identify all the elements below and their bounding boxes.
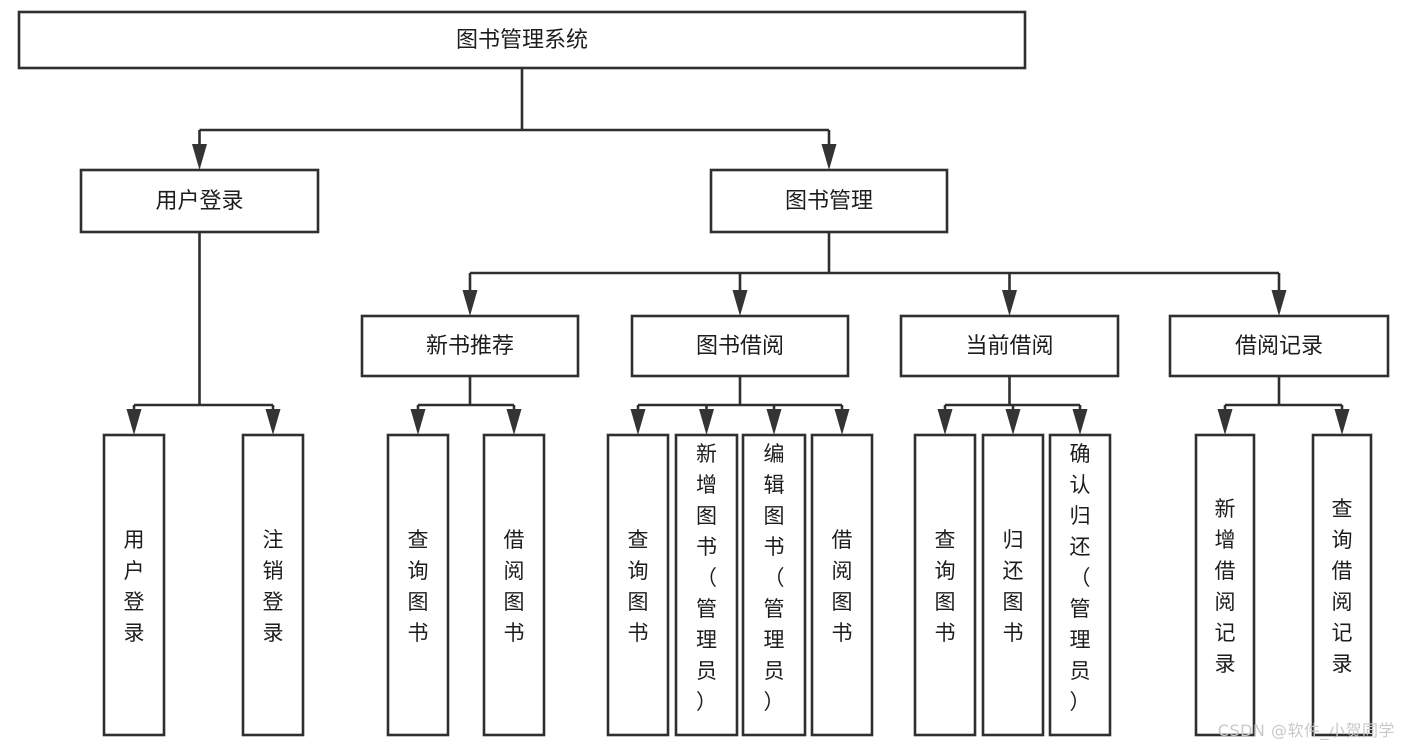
node-book-manage[interactable]: 图书管理 [709,168,949,234]
node-box[interactable] [17,10,1027,70]
node-label: 新增借阅记录 [1215,497,1236,676]
node-leaf-user-login[interactable]: 用户登录 [102,433,166,737]
arrow-head-icon [1072,409,1088,435]
node-box[interactable] [741,433,807,737]
node-label: 用户登录 [155,189,243,214]
nodes-layer: 图书管理系统用户登录图书管理新书推荐图书借阅当前借阅借阅记录用户登录注销登录查询… [17,10,1390,737]
node-user-login[interactable]: 用户登录 [79,168,320,234]
node-box[interactable] [709,168,949,234]
node-box[interactable] [482,433,546,737]
arrow-head-icon [630,409,646,435]
node-leaf-query-book-3[interactable]: 查询图书 [913,433,977,737]
arrow-head-icon [1005,409,1021,435]
arrow-head-icon [699,409,714,435]
node-root[interactable]: 图书管理系统 [17,10,1027,70]
node-box[interactable] [1194,433,1256,737]
arrow-head-icon [766,409,782,435]
node-leaf-borrow-book-2[interactable]: 借阅图书 [810,433,874,737]
node-book-borrow[interactable]: 图书借阅 [630,314,850,378]
arrow-head-icon [1334,409,1350,435]
node-leaf-confirm-return[interactable]: 确认归还（管理员） [1048,433,1112,737]
node-box[interactable] [386,433,450,737]
node-box[interactable] [981,433,1045,737]
node-leaf-borrow-book-1[interactable]: 借阅图书 [482,433,546,737]
node-leaf-logout[interactable]: 注销登录 [241,433,305,737]
node-box[interactable] [913,433,977,737]
arrow-head-icon [937,409,953,435]
node-label: 确认归还（管理员） [1070,442,1091,714]
node-box[interactable] [1168,314,1390,378]
arrow-head-icon [821,144,837,170]
node-label: 借阅图书 [832,528,853,645]
arrow-head-icon [265,409,281,435]
node-label: 新书推荐 [426,334,514,359]
node-label: 编辑图书（管理员） [764,442,785,714]
node-leaf-query-book-2[interactable]: 查询图书 [606,433,670,737]
node-borrow-record[interactable]: 借阅记录 [1168,314,1390,378]
node-label: 查询图书 [408,528,429,645]
node-leaf-add-book[interactable]: 新增图书（管理员） [674,433,739,737]
arrow-head-icon [410,409,426,435]
node-box[interactable] [674,433,739,737]
node-box[interactable] [241,433,305,737]
node-label: 新增图书（管理员） [696,442,717,714]
node-box[interactable] [79,168,320,234]
node-box[interactable] [1311,433,1373,737]
node-current-borrow[interactable]: 当前借阅 [899,314,1120,378]
node-label: 查询图书 [628,528,649,645]
node-label: 图书管理 [785,189,873,214]
arrow-head-icon [834,409,850,435]
node-box[interactable] [606,433,670,737]
arrow-head-icon [1271,290,1287,316]
node-label: 查询图书 [935,528,956,645]
arrow-head-icon [126,409,142,435]
connectors-layer [126,68,1350,435]
arrow-head-icon [192,144,207,170]
node-box[interactable] [102,433,166,737]
node-box[interactable] [630,314,850,378]
node-label: 图书借阅 [696,334,784,359]
node-label: 当前借阅 [965,334,1053,359]
arrow-head-icon [1002,290,1017,316]
node-leaf-edit-book[interactable]: 编辑图书（管理员） [741,433,807,737]
watermark-label: CSDN @软件_小贺同学 [1217,721,1395,740]
node-label: 借阅图书 [504,528,525,645]
node-new-book-rec[interactable]: 新书推荐 [360,314,580,378]
node-leaf-query-book-1[interactable]: 查询图书 [386,433,450,737]
node-box[interactable] [1048,433,1112,737]
arrow-head-icon [732,290,748,316]
node-label: 归还图书 [1003,528,1024,645]
node-label: 注销登录 [263,528,284,645]
node-box[interactable] [360,314,580,378]
node-box[interactable] [899,314,1120,378]
arrow-head-icon [506,409,522,435]
node-leaf-add-record[interactable]: 新增借阅记录 [1194,433,1256,737]
node-label: 图书管理系统 [456,28,588,53]
node-label: 用户登录 [124,528,145,645]
node-box[interactable] [810,433,874,737]
node-leaf-return-book[interactable]: 归还图书 [981,433,1045,737]
node-label: 借阅记录 [1235,334,1323,359]
node-leaf-query-record[interactable]: 查询借阅记录 [1311,433,1373,737]
node-label: 查询借阅记录 [1332,497,1353,676]
arrow-head-icon [1217,409,1233,435]
arrow-head-icon [462,290,478,316]
